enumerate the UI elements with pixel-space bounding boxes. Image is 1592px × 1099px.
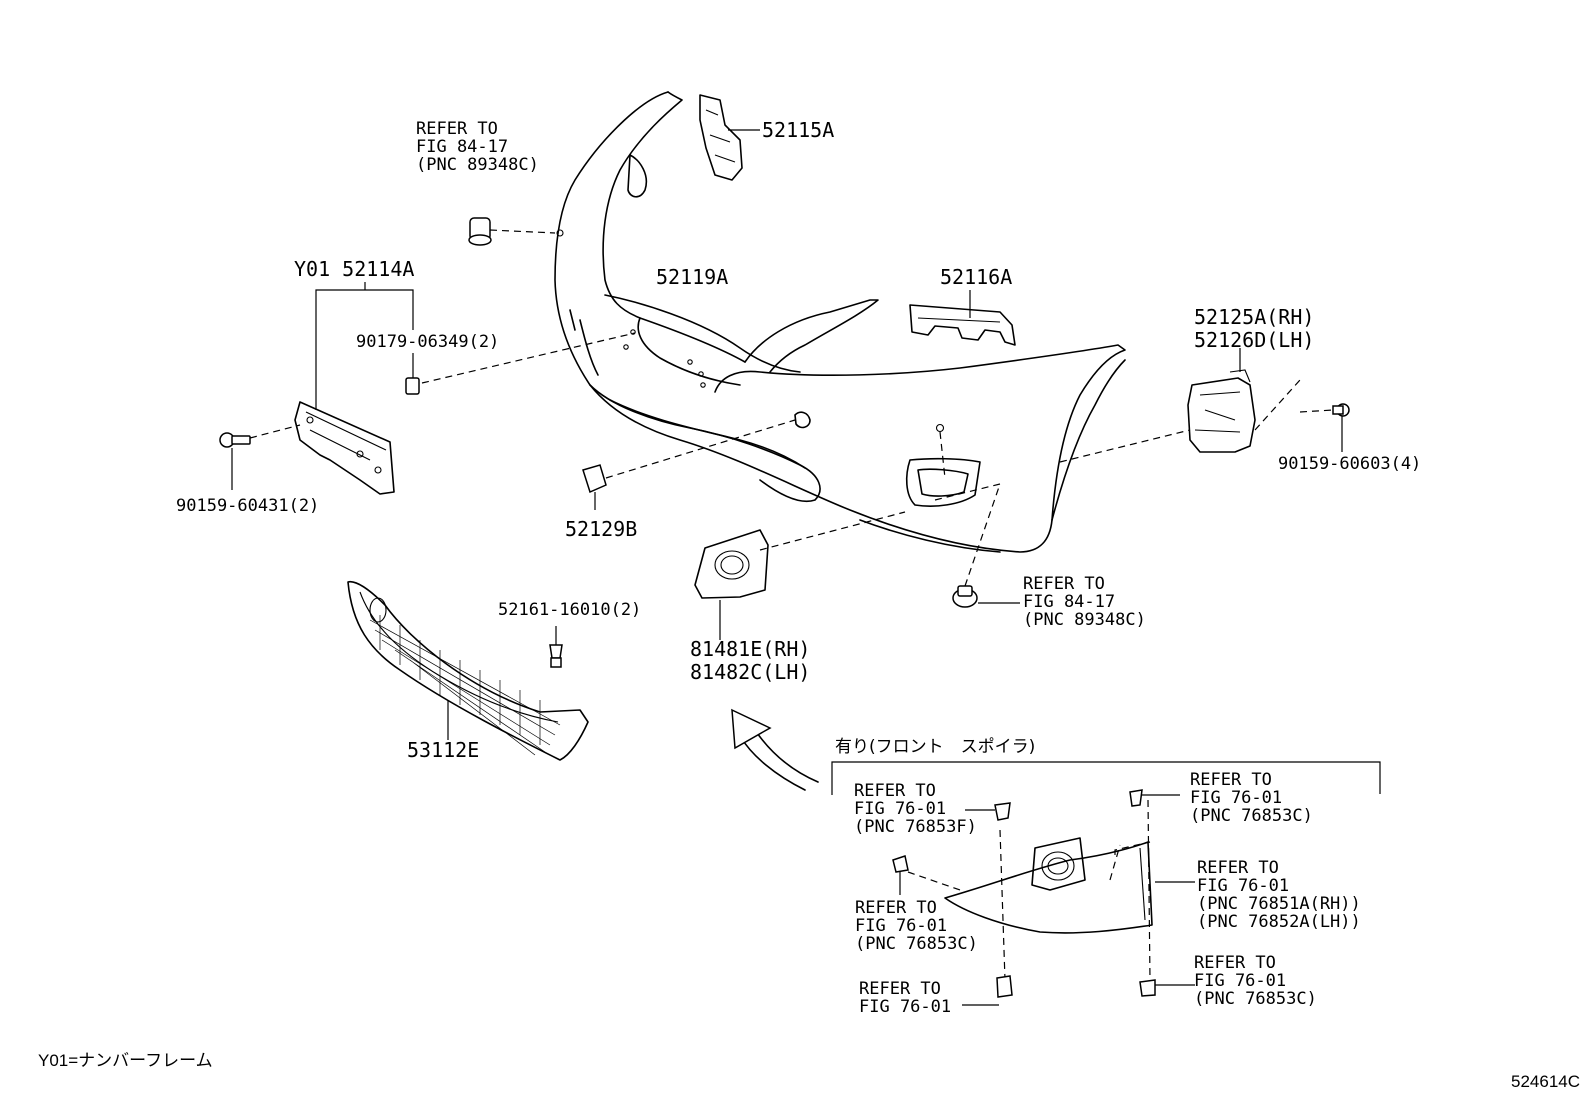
label-ref-76853F: REFER TO FIG 76-01 (PNC 76853F) xyxy=(854,781,977,837)
label-53112E: 53112E xyxy=(407,738,480,762)
side-bracket-52125A xyxy=(1187,348,1256,453)
assembly-lines xyxy=(249,229,1334,587)
label-refer-mid: REFER TO FIG 84-17 (PNC 89348C) xyxy=(1023,574,1146,630)
bracket-52115A xyxy=(699,94,760,181)
clip-89348C-top xyxy=(468,217,492,246)
clip-89348C-mid xyxy=(952,585,1020,608)
bracket-52116A xyxy=(909,290,1016,346)
label-52115A: 52115A xyxy=(762,118,835,142)
label-52116A: 52116A xyxy=(940,265,1013,289)
label-90179: 90179-06349(2) xyxy=(356,332,500,352)
screw-90159-60603 xyxy=(1332,403,1350,452)
label-spoiler-title: 有り(フロント スポイラ) xyxy=(835,737,1036,757)
screw-90159-60431 xyxy=(219,432,251,490)
fog-cover-81481E xyxy=(694,529,769,640)
clip-52161 xyxy=(549,626,563,668)
label-90159-60603: 90159-60603(4) xyxy=(1278,454,1422,474)
figure-code: 524614C xyxy=(1511,1072,1581,1091)
label-ref-76853C-top: REFER TO FIG 76-01 (PNC 76853C) xyxy=(1190,770,1313,826)
label-52119A: 52119A xyxy=(656,265,729,289)
spoiler-box xyxy=(831,761,1381,795)
spoiler-clips xyxy=(892,789,1195,1006)
front-spoiler xyxy=(907,799,1153,981)
label-90159-60431: 90159-60431(2) xyxy=(176,496,320,516)
label-52114A: Y01 52114A xyxy=(294,257,415,281)
spoiler-arrow xyxy=(731,708,819,791)
label-ref-76851A: REFER TO FIG 76-01 (PNC 76851A(RH)) (PNC… xyxy=(1197,858,1361,932)
bumper-cover-52119A xyxy=(554,91,1126,553)
nut-90179 xyxy=(405,353,420,395)
label-ref-76853C-bottom: REFER TO FIG 76-01 (PNC 76853C) xyxy=(1194,953,1317,1009)
label-52161: 52161-16010(2) xyxy=(498,600,642,620)
lower-grille-53112E xyxy=(347,581,589,761)
label-52129B: 52129B xyxy=(565,517,638,541)
label-ref-76853C-left: REFER TO FIG 76-01 (PNC 76853C) xyxy=(855,898,978,954)
label-refer-top: REFER TO FIG 84-17 (PNC 89348C) xyxy=(416,119,539,175)
label-81481E: 81481E(RH) 81482C(LH) xyxy=(690,637,811,684)
license-bracket-52114A xyxy=(294,282,414,495)
legend-y01: Y01=ナンバーフレーム xyxy=(38,1051,213,1070)
label-52125A: 52125A(RH) 52126D(LH) xyxy=(1194,305,1315,352)
label-ref-7601-bottom: REFER TO FIG 76-01 xyxy=(859,979,952,1017)
cap-52129B xyxy=(582,464,607,510)
